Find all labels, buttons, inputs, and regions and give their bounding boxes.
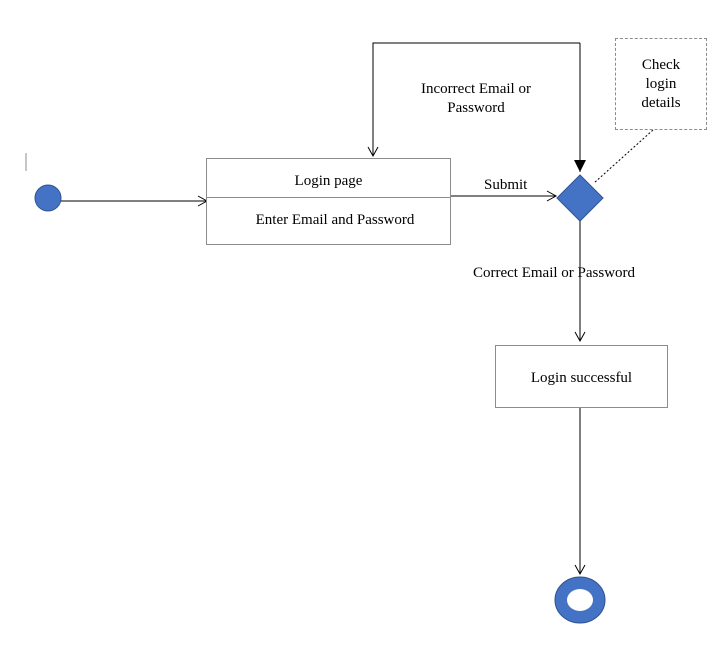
correct-label: Correct Email or Password	[473, 265, 636, 281]
login-successful-label: Login successful	[530, 370, 633, 386]
edge-incorrect-loop	[367, 42, 580, 158]
submit-label: Submit	[484, 177, 528, 193]
final-node-inner	[567, 589, 593, 611]
login-page-divider	[207, 197, 450, 198]
login-page-node	[206, 158, 451, 245]
login-page-title: Login page	[294, 173, 363, 189]
check-login-note-text: Check login details	[641, 56, 681, 111]
incorrect-label: Incorrect Email or Password	[421, 81, 531, 116]
decision-node	[556, 174, 604, 222]
initial-node	[34, 184, 62, 212]
login-page-action: Enter Email and Password	[255, 212, 415, 228]
check-login-note: Check login details	[615, 38, 707, 130]
note-connector	[593, 129, 654, 184]
login-successful-node	[495, 345, 668, 408]
